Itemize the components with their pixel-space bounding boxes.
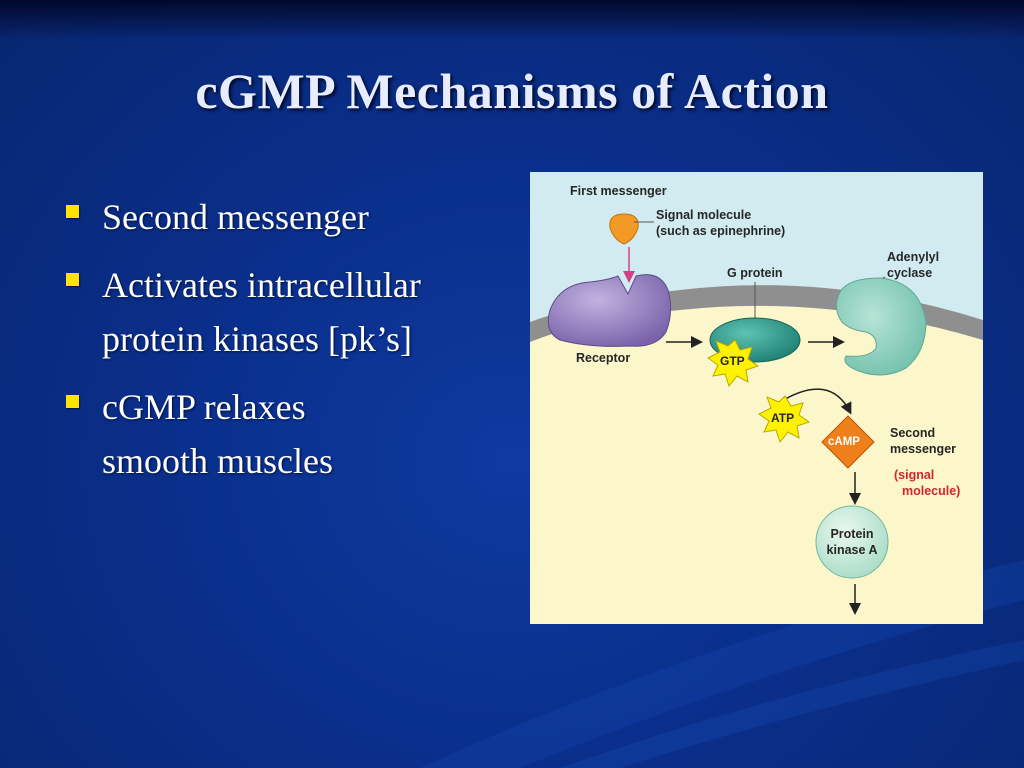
top-dark-band bbox=[0, 0, 1024, 40]
bullet-square-icon bbox=[66, 273, 79, 286]
signal-molecule-note: (signal bbox=[894, 468, 935, 482]
bullet-square-icon bbox=[66, 395, 79, 408]
protein-kinase-a-shape bbox=[815, 505, 889, 579]
bullet-text: Activates intracellular bbox=[102, 265, 421, 305]
bullet-item: Second messenger bbox=[62, 190, 502, 244]
bullet-text-continuation: smooth muscles bbox=[102, 441, 333, 481]
protein-kinase-label-line2: kinase A bbox=[826, 543, 878, 557]
signal-molecule-note-line2: molecule) bbox=[902, 484, 961, 498]
camp-signaling-diagram: First messenger Signal molecule (such as… bbox=[530, 172, 983, 624]
adenylyl-cyclase-label: Adenylyl bbox=[887, 250, 940, 264]
atp-label: ATP bbox=[771, 411, 795, 425]
receptor-label: Receptor bbox=[576, 351, 631, 365]
adenylyl-cyclase-label-line2: cyclase bbox=[887, 266, 933, 280]
first-messenger-label: First messenger bbox=[570, 184, 667, 198]
receptor-shape bbox=[547, 274, 672, 347]
gtp-label: GTP bbox=[720, 354, 745, 368]
adenylyl-cyclase-shape bbox=[836, 277, 927, 376]
bullet-text: cGMP relaxes bbox=[102, 387, 306, 427]
camp-label: cAMP bbox=[828, 436, 860, 448]
second-messenger-label: Second bbox=[890, 426, 936, 440]
signal-molecule-sublabel: (such as epinephrine) bbox=[656, 224, 786, 238]
g-protein-label: G protein bbox=[727, 266, 783, 280]
bullet-text-continuation: protein kinases [pk’s] bbox=[102, 319, 412, 359]
atp-to-camp-arrow bbox=[779, 388, 852, 415]
second-messenger-label-line2: messenger bbox=[890, 442, 957, 456]
bullet-list: Second messenger Activates intracellular… bbox=[62, 190, 502, 502]
bullet-item: cGMP relaxes smooth muscles bbox=[62, 380, 502, 488]
slide-title: cGMP Mechanisms of Action bbox=[195, 63, 829, 119]
camp-diamond-icon bbox=[821, 415, 875, 469]
gtp-burst-icon bbox=[707, 339, 760, 388]
bullet-item: Activates intracellular protein kinases … bbox=[62, 258, 502, 366]
atp-burst-icon bbox=[758, 395, 811, 444]
protein-kinase-label: Protein bbox=[830, 527, 874, 541]
signal-molecule-icon bbox=[609, 213, 639, 245]
bullet-text: Second messenger bbox=[102, 197, 369, 237]
bullet-square-icon bbox=[66, 205, 79, 218]
signal-molecule-label: Signal molecule bbox=[656, 208, 752, 222]
diagram-graphics bbox=[530, 172, 983, 615]
